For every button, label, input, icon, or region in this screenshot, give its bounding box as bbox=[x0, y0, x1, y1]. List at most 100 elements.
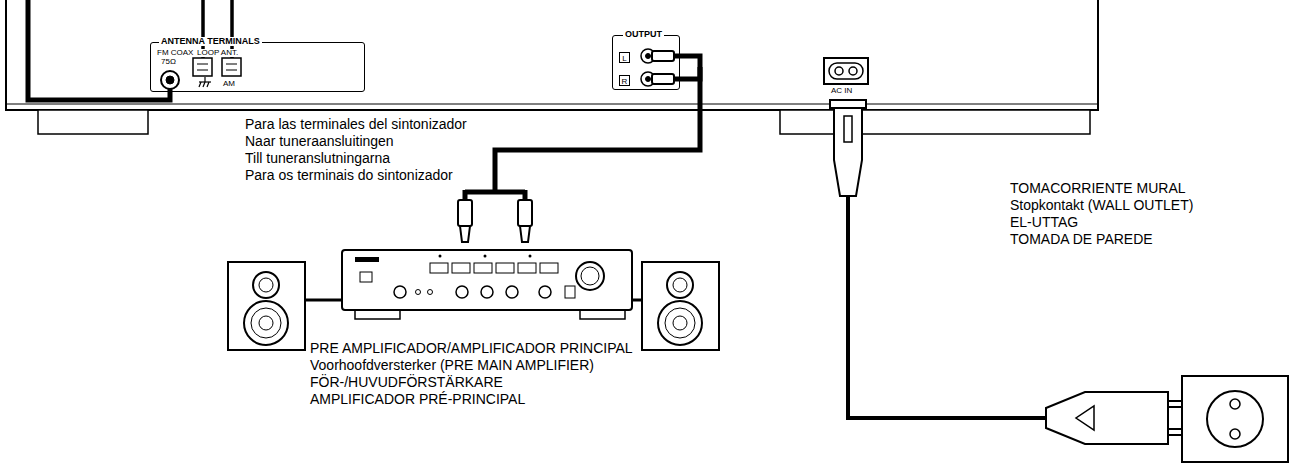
loudspeaker bbox=[667, 272, 693, 298]
connection-note: Naar tuneraansluitingen bbox=[245, 133, 394, 150]
cabinet-foot bbox=[780, 110, 1090, 134]
amplifier bbox=[481, 286, 493, 298]
rca-plug bbox=[520, 226, 530, 242]
amplifier bbox=[496, 263, 514, 273]
rca-plug bbox=[458, 51, 674, 242]
loop-antenna-terminal bbox=[222, 58, 241, 76]
loudspeaker bbox=[665, 308, 695, 338]
speaker-wire bbox=[305, 299, 342, 302]
panel-heading: OUTPUT bbox=[623, 30, 664, 39]
outlet-label: Stopkontakt (WALL OUTLET) bbox=[1010, 197, 1193, 214]
amplifier-label: AMPLIFICADOR PRÉ-PRINCIPAL bbox=[310, 391, 525, 408]
amplifier-label: Voorhoofdversterker (PRE MAIN AMPLIFIER) bbox=[310, 357, 594, 374]
amplifier bbox=[428, 290, 433, 295]
amplifier bbox=[416, 290, 421, 295]
loop-antenna-terminal bbox=[193, 58, 212, 76]
wall-outlet bbox=[1230, 399, 1240, 409]
amplifier bbox=[360, 272, 372, 282]
loudspeaker bbox=[253, 272, 279, 298]
amplifier bbox=[565, 286, 575, 298]
ground-symbol bbox=[204, 77, 205, 82]
rca-plug bbox=[652, 74, 674, 84]
tuner-rear-panel bbox=[6, 0, 1098, 110]
rca-plug bbox=[518, 200, 532, 226]
cabinet-foot bbox=[38, 110, 1090, 134]
loudspeaker bbox=[251, 308, 281, 338]
panel-heading: ANTENNA TERMINALS bbox=[159, 37, 262, 46]
loudspeaker bbox=[228, 262, 719, 350]
amplifier bbox=[581, 267, 599, 285]
loudspeaker bbox=[658, 301, 702, 345]
amplifier bbox=[452, 263, 470, 273]
loudspeaker bbox=[642, 262, 719, 350]
amplifier bbox=[506, 286, 518, 298]
amplifier bbox=[540, 263, 558, 273]
amplifier-label: FÖR-/HUVUDFÖRSTÄRKARE bbox=[310, 374, 503, 391]
output-jack bbox=[646, 54, 651, 59]
mains-plug bbox=[1168, 401, 1182, 407]
ac-inlet bbox=[829, 63, 863, 79]
rca-plug bbox=[460, 226, 470, 242]
wall-outlet bbox=[1182, 376, 1288, 462]
mains-plug bbox=[1046, 392, 1182, 444]
amplifier bbox=[439, 255, 442, 258]
amplifier bbox=[580, 310, 625, 319]
ac-inlet bbox=[824, 58, 868, 84]
ac-inlet bbox=[824, 58, 868, 84]
ground-symbol bbox=[199, 77, 211, 87]
amplifier bbox=[355, 257, 379, 262]
loudspeaker bbox=[244, 301, 288, 345]
amplifier bbox=[484, 255, 487, 258]
ground-symbol bbox=[207, 82, 209, 87]
inlet-plug bbox=[830, 100, 866, 108]
amplifier bbox=[342, 250, 632, 310]
amplifier bbox=[355, 310, 400, 319]
audio-cable bbox=[495, 67, 700, 192]
wall-outlet bbox=[1230, 429, 1240, 439]
audio-cable bbox=[672, 56, 700, 79]
amplifier bbox=[342, 250, 632, 319]
connection-note: Para las terminales del sintonizador bbox=[245, 116, 467, 133]
terminal-name: LOOP ANT. bbox=[195, 49, 240, 57]
wall-outlet bbox=[1207, 391, 1263, 447]
amplifier bbox=[394, 286, 406, 298]
inlet-plug bbox=[844, 116, 852, 142]
loop-antenna-terminal bbox=[226, 64, 237, 65]
ground-symbol bbox=[199, 82, 201, 87]
loop-antenna-terminal bbox=[226, 70, 237, 71]
outlet-label: TOMACORRIENTE MURAL bbox=[1010, 180, 1186, 197]
loudspeaker bbox=[259, 278, 273, 292]
outlet-label: EL-UTTAG bbox=[1010, 214, 1078, 231]
ac-inlet bbox=[849, 67, 857, 75]
loudspeaker bbox=[673, 278, 687, 292]
loudspeaker bbox=[259, 316, 273, 330]
inlet-plug bbox=[834, 108, 862, 196]
amplifier bbox=[529, 255, 532, 258]
output-panel: OUTPUTLR bbox=[612, 35, 680, 90]
amplifier bbox=[430, 263, 448, 273]
audio-cable bbox=[465, 190, 525, 195]
ac-inlet bbox=[835, 67, 843, 75]
mains-plug bbox=[1076, 406, 1094, 430]
amplifier bbox=[576, 262, 604, 290]
rca-plug bbox=[458, 200, 472, 226]
speaker-wire bbox=[632, 299, 642, 302]
amplifier bbox=[518, 263, 536, 273]
rca-plug bbox=[652, 51, 674, 61]
inlet-plug bbox=[830, 100, 866, 196]
socket-label: AC IN bbox=[831, 87, 852, 95]
loudspeaker bbox=[228, 262, 305, 350]
amplifier-label: PRE AMPLIFICADOR/AMPLIFICADOR PRINCIPAL bbox=[310, 340, 633, 357]
wall-outlet bbox=[1182, 376, 1288, 462]
fm-coax-jack bbox=[161, 71, 179, 89]
output-jack bbox=[646, 77, 651, 82]
tuner-rear-panel bbox=[6, 0, 1098, 110]
mains-plug bbox=[1046, 392, 1168, 444]
connection-note: Para os terminais do sintonizador bbox=[245, 167, 453, 184]
channel-mark: L bbox=[619, 52, 630, 63]
tuner-rear-panel bbox=[6, 104, 1098, 105]
fm-coax-jack bbox=[161, 71, 179, 89]
audio-cable bbox=[465, 56, 700, 202]
channel-mark: R bbox=[619, 75, 630, 86]
